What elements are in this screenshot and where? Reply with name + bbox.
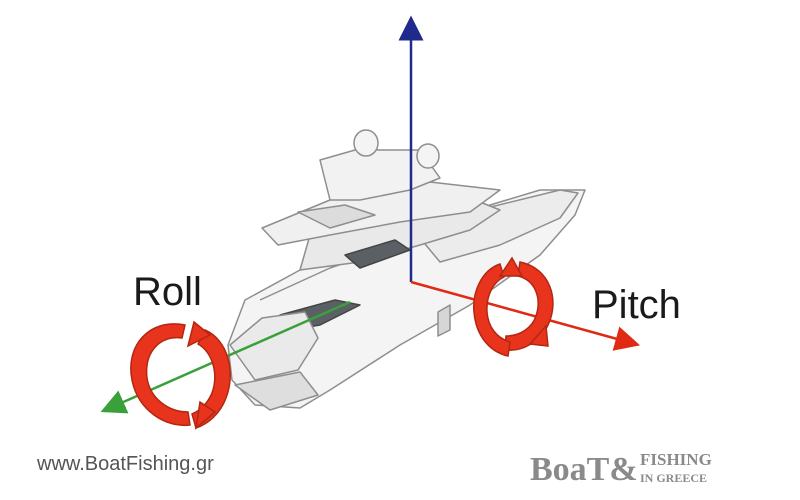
logo-boat-text: BoaT& xyxy=(530,451,638,488)
pitch-rotation-arrow xyxy=(473,256,554,357)
roll-label: Roll xyxy=(133,270,202,314)
roll-rotation-arrow xyxy=(130,320,231,430)
logo-fishing-text: FISHING xyxy=(640,450,712,469)
roll-axis xyxy=(100,300,351,414)
logo-greece-text: IN GREECE xyxy=(640,471,707,485)
pitch-label: Pitch xyxy=(592,283,681,327)
website-url[interactable]: www.BoatFishing.gr xyxy=(37,453,214,475)
brand-logo: BoaT& FISHING IN GREECE xyxy=(530,450,712,488)
pitch-axis xyxy=(410,280,641,351)
boat-illustration xyxy=(227,129,586,411)
